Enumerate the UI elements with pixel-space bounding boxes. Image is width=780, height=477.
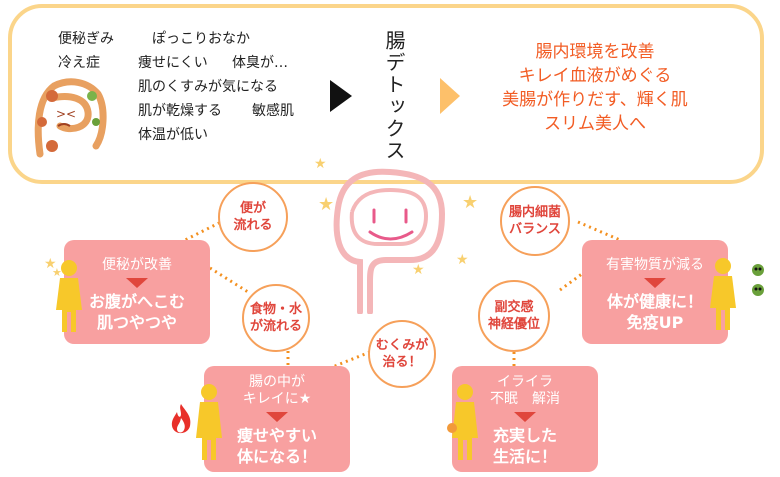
bubble-text: 副交感 — [494, 300, 534, 315]
symptom-belly: ぽっこりおなか — [152, 31, 250, 47]
bubble-text: 流れる — [233, 218, 273, 233]
card-main-text: 痩せやすい — [236, 426, 317, 445]
person-figure-icon — [196, 384, 222, 460]
summary-panel — [8, 4, 764, 184]
card-main-text: 充実した — [492, 426, 557, 445]
down-arrow-icon — [644, 278, 666, 288]
symptom-sensitive-skin: 敏感肌 — [252, 103, 294, 119]
star-icon: ★ — [44, 256, 57, 272]
bubble-text: 腸内細菌 — [508, 205, 561, 220]
star-icon: ★ — [52, 266, 62, 279]
center-title: 腸デトックス — [382, 30, 406, 162]
person-figure-icon — [710, 258, 736, 330]
gut-flora-bubble: 腸内細菌バランス — [500, 186, 570, 256]
star-icon: ★ — [318, 194, 335, 215]
bubble-text: 食物・水 — [249, 302, 302, 317]
symptom-weight: 痩せにくい — [138, 55, 208, 71]
down-arrow-icon — [266, 412, 288, 422]
symptom-low-temp: 体温が低い — [138, 127, 208, 143]
card-title: 腸の中が — [249, 374, 305, 390]
card-title: 不眠 解消 — [490, 391, 560, 407]
down-arrow-icon — [514, 412, 536, 422]
unhappy-intestine-icon: >< — [34, 78, 107, 158]
benefit-line: 美腸が作りだす、輝く肌 — [502, 90, 688, 110]
card-title: 便秘が改善 — [102, 257, 172, 273]
card-main-text: お腹がへこむ — [88, 292, 185, 311]
bowel-flow-bubble: 便が流れる — [218, 182, 288, 252]
star-icon: ★ — [462, 192, 479, 213]
card-main-text: 免疫UP — [626, 313, 684, 332]
card-main-text: 生活に！ — [492, 447, 557, 466]
symptom-dry-skin: 肌が乾燥する — [138, 103, 222, 119]
toxin-benefit-card: 有害物質が減る 体が健康に！ 免疫UP — [582, 240, 728, 344]
happy-intestine-icon — [333, 168, 446, 314]
down-arrow-icon — [126, 278, 148, 288]
flame-icon — [171, 404, 191, 434]
bubble-text: 神経優位 — [487, 317, 540, 332]
constipation-benefit-card: 便秘が改善 お腹がへこむ 肌つやつや — [64, 240, 210, 344]
symptom-cold: 冷え症 — [58, 55, 100, 71]
person-figure-icon — [56, 260, 82, 332]
card-title: イライラ — [497, 374, 553, 390]
benefit-line: スリム美人へ — [544, 114, 646, 134]
swelling-bubble: むくみが治る！ — [368, 320, 436, 388]
symptom-odor: 体臭が… — [232, 55, 288, 71]
bubble-text: 治る！ — [382, 355, 422, 370]
card-main-text: 肌つやつや — [96, 313, 177, 332]
germ-icon — [752, 264, 764, 296]
symptom-constipation: 便秘ぎみ — [58, 31, 114, 47]
star-icon: ★ — [314, 156, 327, 172]
star-icon: ★ — [412, 262, 425, 278]
card-main-text: 体になる！ — [236, 447, 317, 466]
bubble-text: バランス — [509, 222, 561, 237]
food-flow-bubble: 食物・水が流れる — [242, 284, 310, 352]
benefits-list: 腸内環境を改善 キレイ血液がめぐる 美腸が作りだす、輝く肌 スリム美人へ — [470, 40, 720, 136]
bubble-text: むくみが — [375, 338, 429, 353]
parasympathetic-bubble: 副交感神経優位 — [478, 280, 550, 352]
card-main-text: 体が健康に！ — [606, 292, 703, 311]
benefit-line: 腸内環境を改善 — [535, 42, 655, 62]
symptom-dull-skin: 肌のくすみが気になる — [138, 79, 278, 95]
bubble-text: 便が — [239, 201, 266, 216]
arrow-right-icon — [330, 80, 352, 112]
stress-benefit-card: イライラ 不眠 解消 充実した 生活に！ — [452, 366, 598, 472]
card-title: 有害物質が減る — [606, 257, 704, 273]
person-figure-icon — [447, 384, 478, 460]
star-icon: ★ — [456, 252, 469, 268]
arrow-right-orange-icon — [440, 78, 460, 114]
bubble-text: が流れる — [249, 319, 302, 334]
svg-text:><: >< — [56, 107, 76, 121]
clean-gut-benefit-card: 腸の中が キレイに★ 痩せやすい 体になる！ — [204, 366, 350, 472]
card-title: キレイに★ — [242, 391, 312, 407]
benefit-line: キレイ血液がめぐる — [518, 66, 672, 86]
